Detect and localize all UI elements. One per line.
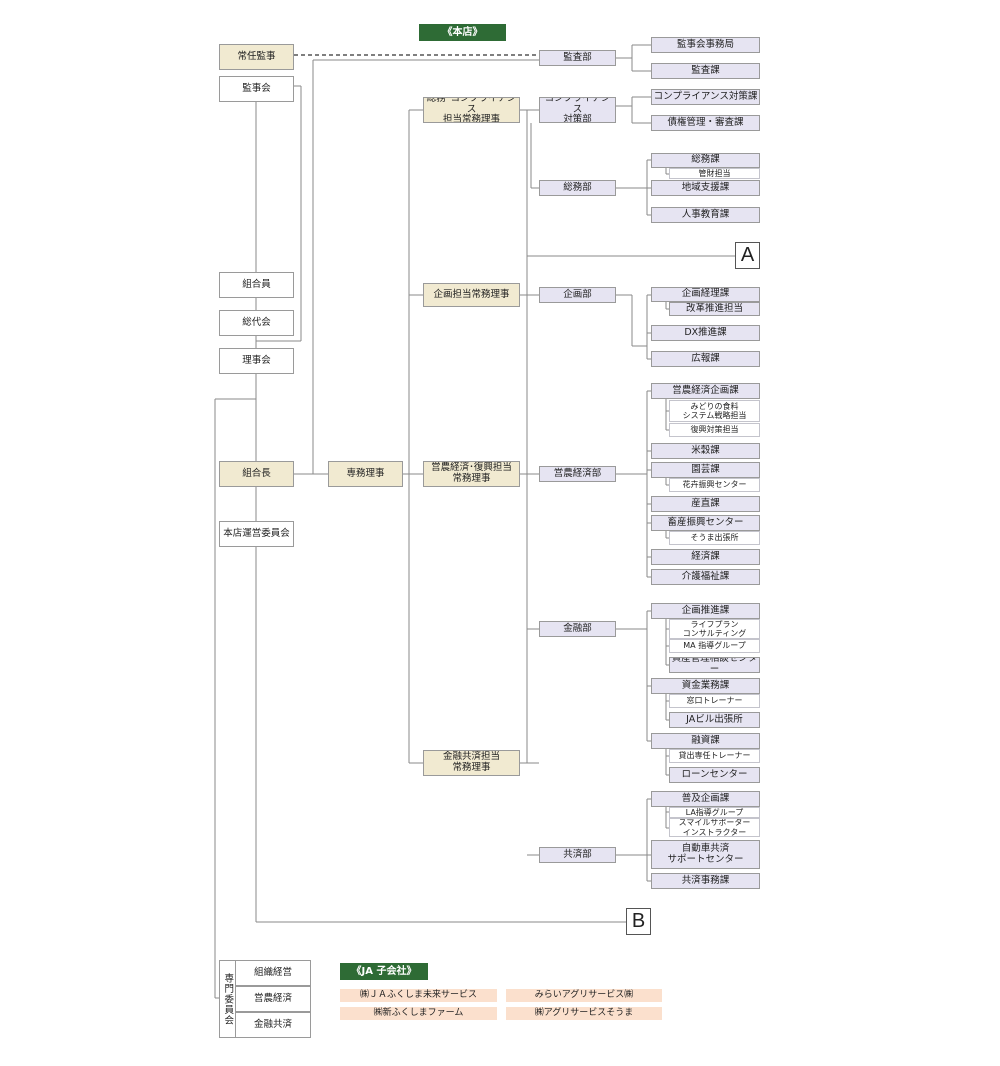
sec-hr-education: 人事教育課 — [651, 207, 760, 223]
dept-mutual-aid: 共済部 — [539, 847, 616, 863]
sub-lending-trainer: 貸出専任トレーナー — [669, 749, 760, 763]
board-of-directors: 理事会 — [219, 348, 294, 374]
sec-compliance: コンプライアンス対策課 — [651, 89, 760, 105]
dept-agri-economy: 営農経済部 — [539, 466, 616, 482]
sec-agri-planning: 営農経済企画課 — [651, 383, 760, 399]
sec-general-affairs: 総務課 — [651, 153, 760, 168]
sec-rice: 米穀課 — [651, 443, 760, 459]
sub-la-group: LA指導グループ — [669, 807, 760, 818]
honten-header: 《本店》 — [419, 24, 506, 41]
sub-smile-supporter: スマイルサポーター インストラクター — [669, 818, 760, 837]
sub-reconstruction: 復興対策担当 — [669, 423, 760, 437]
president: 組合長 — [219, 461, 294, 487]
sub-asset-consulting: 資産管理相談センター — [669, 657, 760, 673]
sub-ja-building-office: JAビル出張所 — [669, 712, 760, 728]
sec-direct-sales: 産直課 — [651, 496, 760, 512]
head-office-committee: 本店運営委員会 — [219, 521, 294, 547]
sec-horticulture: 園芸課 — [651, 462, 760, 478]
sub-soma-office: そうま出張所 — [669, 531, 760, 545]
general-assembly: 総代会 — [219, 310, 294, 336]
sec-outreach-planning: 普及企画課 — [651, 791, 760, 807]
exec-agri-economy: 営農経済･復興担当 常務理事 — [423, 461, 520, 487]
senior-managing-director: 専務理事 — [328, 461, 403, 487]
sub-asset-management: 管財担当 — [669, 168, 760, 179]
members: 組合員 — [219, 272, 294, 298]
sub-midori-strategy: みどりの食料 システム戦略担当 — [669, 400, 760, 422]
subsidiary-agri-service-soma: ㈱アグリサービスそうま — [506, 1007, 662, 1020]
sub-ma-group: MA 指導グループ — [669, 639, 760, 653]
sub-reform-promotion: 改革推進担当 — [669, 302, 760, 316]
sec-planning-promotion: 企画推進課 — [651, 603, 760, 619]
sub-window-trainer: 窓口トレーナー — [669, 694, 760, 708]
subsidiary-mirai-agri: みらいアグリサービス㈱ — [506, 989, 662, 1002]
specialist-committees-label: 専門委員会 — [219, 960, 236, 1038]
sec-economy: 経済課 — [651, 549, 760, 565]
sec-livestock-center: 畜産振興センター — [651, 515, 760, 531]
exec-finance: 金融共済担当 常務理事 — [423, 750, 520, 776]
committee-organization: 組織経営 — [235, 960, 311, 986]
sub-loan-center: ローンセンター — [669, 767, 760, 783]
standing-auditor: 常任監事 — [219, 44, 294, 70]
dept-audit: 監査部 — [539, 50, 616, 66]
subsidiaries-header: 《JA 子会社》 — [340, 963, 428, 980]
subsidiary-shin-fukushima-farm: ㈱新ふくしまファーム — [340, 1007, 497, 1020]
subsidiary-mirai-service: ㈱ＪＡふくしま未来サービス — [340, 989, 497, 1002]
sub-lifeplan: ライフプラン コンサルティング — [669, 619, 760, 639]
sub-flower-center: 花卉振興センター — [669, 478, 760, 492]
sec-audit: 監査課 — [651, 63, 760, 79]
sec-fund-operations: 資金業務課 — [651, 678, 760, 694]
sec-nursing-care: 介護福祉課 — [651, 569, 760, 585]
committee-agri-economy: 営農経済 — [235, 986, 311, 1012]
audit-board: 監事会 — [219, 76, 294, 102]
sec-mutual-aid-admin: 共済事務課 — [651, 873, 760, 889]
dept-planning: 企画部 — [539, 287, 616, 303]
exec-general-affairs: 総務･コンプライアンス 担当常務理事 — [423, 97, 520, 123]
sec-planning-accounting: 企画経理課 — [651, 287, 760, 302]
dept-compliance: コンプライアンス 対策部 — [539, 97, 616, 123]
committee-finance: 金融共済 — [235, 1012, 311, 1038]
sec-auto-insurance-center: 自動車共済 サポートセンター — [651, 840, 760, 869]
dept-finance: 金融部 — [539, 621, 616, 637]
sec-audit-board-office: 監事会事務局 — [651, 37, 760, 53]
connector-b: B — [626, 908, 651, 935]
exec-planning: 企画担当常務理事 — [423, 283, 520, 307]
sec-public-relations: 広報課 — [651, 351, 760, 367]
sec-loans: 融資課 — [651, 733, 760, 749]
dept-general-affairs: 総務部 — [539, 180, 616, 196]
sec-dx-promotion: DX推進課 — [651, 325, 760, 341]
sec-regional-support: 地域支援課 — [651, 180, 760, 196]
sec-credit-management: 債権管理・審査課 — [651, 115, 760, 131]
connector-a: A — [735, 242, 760, 269]
